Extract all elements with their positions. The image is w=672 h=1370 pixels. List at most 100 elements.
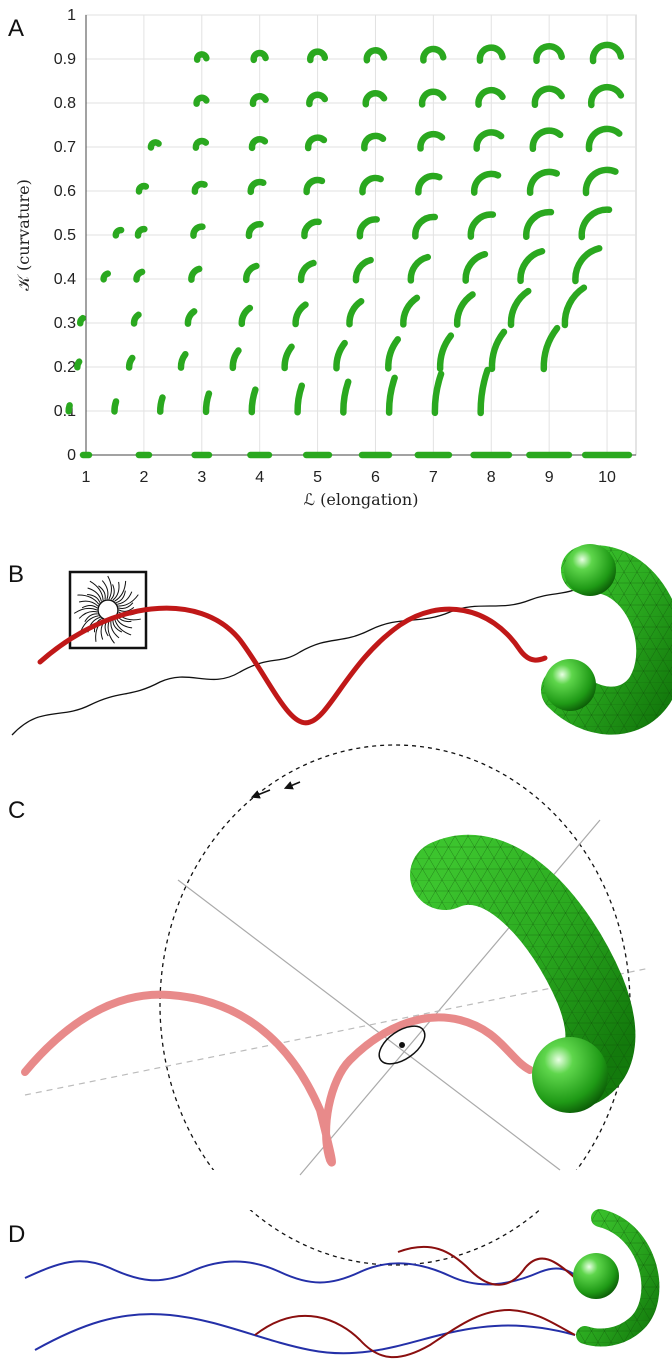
- y-tick-label: 0: [67, 447, 76, 464]
- body-marker: [247, 178, 267, 196]
- burst-stroke: [87, 587, 102, 602]
- x-tick-label: 8: [487, 469, 496, 486]
- body-marker: [188, 265, 203, 283]
- body-marker: [248, 386, 259, 416]
- body-marker: [561, 284, 588, 329]
- x-tick-label: 4: [255, 469, 264, 486]
- body-marker: [407, 253, 432, 284]
- y-tick-label: 0.3: [54, 315, 76, 332]
- body-marker: [74, 358, 83, 371]
- body-marker: [473, 129, 505, 152]
- body-marker: [346, 297, 365, 328]
- trace-red-upper: [397, 1245, 576, 1286]
- body-marker: [156, 394, 166, 415]
- y-axis-title: 𝒦 (curvature): [14, 179, 33, 291]
- body-marker: [507, 287, 532, 329]
- body-marker: [533, 43, 565, 65]
- body-marker: [582, 166, 619, 197]
- rotation-marker: [378, 1025, 426, 1065]
- body-marker: [112, 226, 125, 239]
- burst-stroke: [117, 591, 133, 605]
- body-marker: [572, 245, 603, 285]
- body-marker: [238, 304, 254, 328]
- body-marker: [361, 132, 387, 152]
- trace-blue-upper: [24, 1260, 576, 1286]
- y-tick-label: 0.7: [54, 139, 76, 156]
- y-tick-label: 0.5: [54, 227, 76, 244]
- body-marker: [229, 347, 242, 372]
- orbit-arrow-2: [283, 781, 301, 790]
- body-marker: [589, 41, 625, 65]
- body-marker: [412, 213, 439, 240]
- burst-stroke: [107, 620, 115, 644]
- body-marker: [76, 314, 87, 327]
- burst-stroke: [118, 607, 135, 612]
- body-marker: [363, 47, 388, 64]
- body-marker: [523, 208, 555, 241]
- body-marker: [147, 139, 162, 151]
- burst-stroke: [112, 581, 120, 601]
- body-marker: [415, 172, 443, 196]
- body-marker: [130, 311, 142, 327]
- body-marker: [417, 130, 446, 152]
- burst-stroke: [81, 604, 98, 609]
- y-tick-label: 0.8: [54, 95, 76, 112]
- body-marker: [340, 378, 352, 416]
- y-tick-label: 1: [67, 7, 76, 24]
- body-marker: [306, 91, 329, 108]
- burst-stroke: [112, 619, 123, 633]
- body-marker: [471, 170, 502, 196]
- y-tick-label: 0.6: [54, 183, 76, 200]
- burst-stroke: [89, 580, 104, 601]
- body-marker: [202, 390, 213, 416]
- body-marker: [100, 270, 112, 283]
- body-marker: [304, 134, 328, 152]
- body-marker: [362, 90, 388, 108]
- body-marker: [431, 370, 445, 417]
- burst-stroke: [110, 620, 120, 639]
- curved-body-b: [541, 544, 672, 735]
- x-tick-label: 9: [545, 469, 554, 486]
- body-marker: [359, 174, 384, 196]
- body-marker: [294, 382, 306, 416]
- body-marker: [356, 216, 380, 240]
- body-marker: [243, 262, 260, 284]
- panel-label-c: C: [8, 797, 25, 824]
- y-tick-label: 0.4: [54, 271, 76, 288]
- body-marker: [297, 259, 317, 284]
- body-marker: [462, 250, 489, 284]
- body-marker: [418, 88, 447, 108]
- burst-stroke: [107, 575, 112, 600]
- body-marker: [192, 137, 210, 151]
- body-marker: [111, 398, 120, 415]
- body-marker: [248, 136, 269, 152]
- body-marker: [529, 127, 564, 153]
- y-tick-label: 0.9: [54, 51, 76, 68]
- body-marker: [385, 336, 402, 372]
- body-marker: [177, 350, 189, 371]
- arc-body-d: [576, 1209, 660, 1347]
- body-marker: [193, 51, 210, 63]
- y-tick-label: 0.2: [54, 359, 76, 376]
- body-marker: [352, 256, 374, 284]
- body-marker: [488, 328, 508, 373]
- body-marker: [453, 291, 476, 328]
- trace-blue-lower: [34, 1313, 576, 1355]
- body-marker: [476, 44, 506, 64]
- flagellum-helix-b: [37, 605, 548, 726]
- x-tick-label: 2: [139, 469, 148, 486]
- body-marker: [125, 354, 136, 371]
- burst-stroke: [77, 594, 100, 605]
- x-axis-title: ℒ (elongation): [304, 490, 419, 509]
- body-marker: [133, 268, 146, 283]
- panel-label-a: A: [8, 15, 24, 42]
- x-tick-label: 1: [82, 469, 91, 486]
- body-marker: [250, 49, 269, 64]
- x-tick-label: 10: [598, 469, 616, 486]
- body-marker: [65, 402, 73, 415]
- body-marker: [303, 176, 326, 196]
- axis-line-1: [177, 879, 561, 1171]
- burst-stroke: [118, 594, 139, 607]
- burst-stroke: [78, 600, 99, 607]
